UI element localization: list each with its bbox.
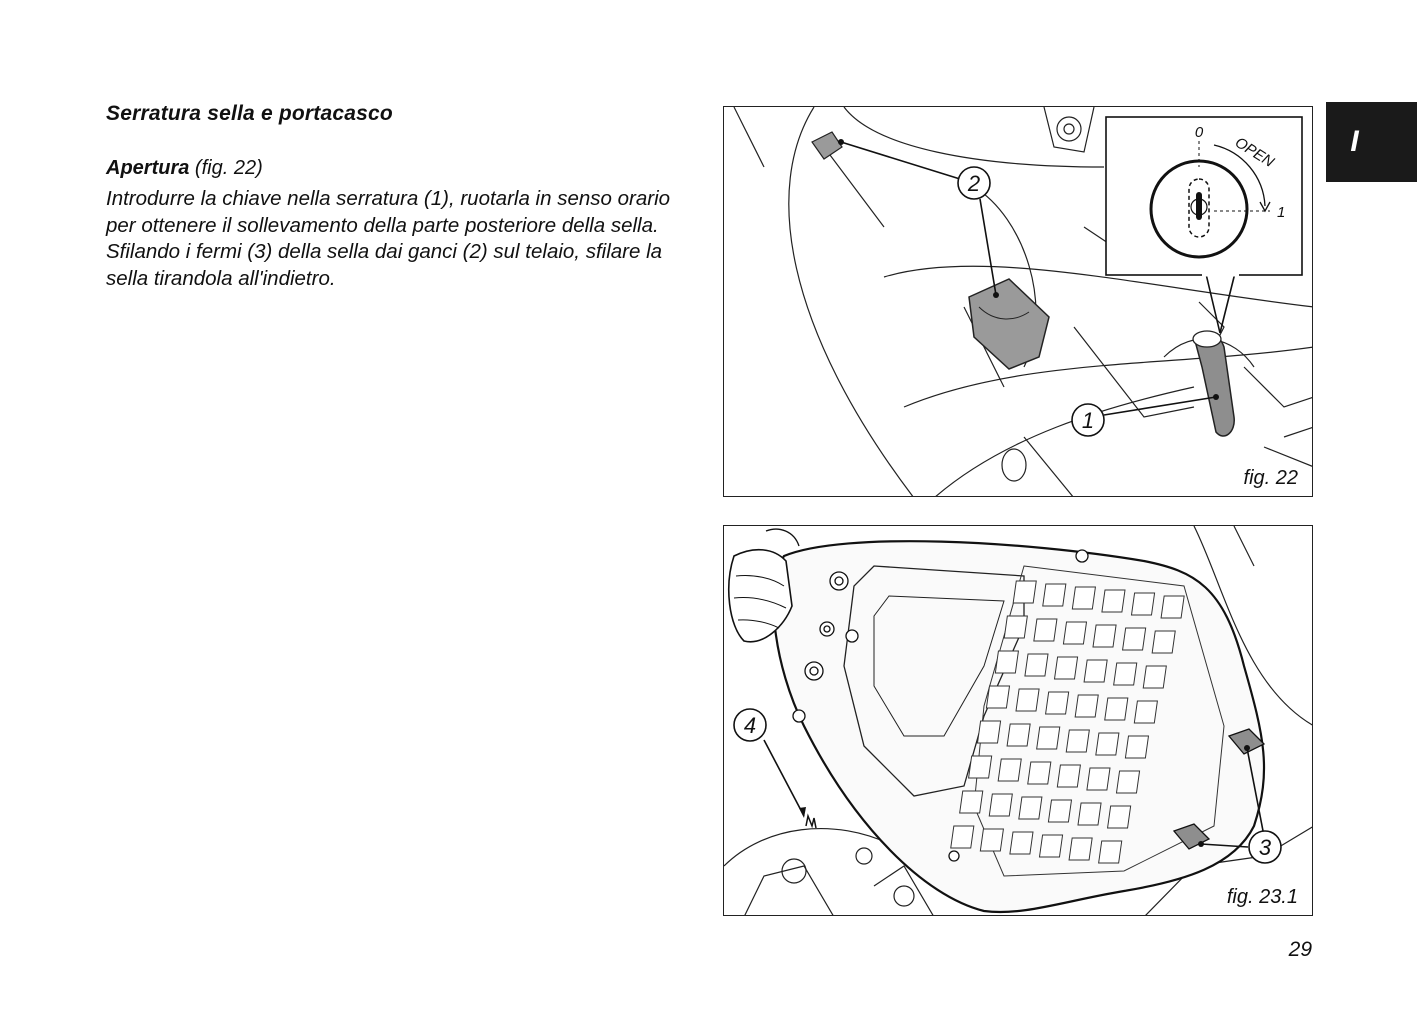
figure-22: 2 1 0 1 OPEN fig. 22	[723, 106, 1313, 497]
seat-grid-cell	[1006, 723, 1031, 747]
seat-grid-cell	[1104, 697, 1129, 721]
seat-grid-cell	[1101, 589, 1126, 613]
seat-grid-cell	[1115, 770, 1141, 794]
seat-grid-cell	[1124, 735, 1150, 759]
seat-grid-cell	[1015, 688, 1040, 712]
language-tab: I	[1326, 102, 1417, 182]
seat-grid-cell	[1130, 592, 1156, 616]
seat-grid-cell	[1036, 726, 1061, 750]
seat-grid-cell	[1098, 840, 1123, 864]
seat-grid-cell	[1045, 691, 1070, 715]
seat-grid-cell	[1083, 659, 1108, 683]
seat-grid-cell	[1095, 732, 1120, 756]
seat-grid-cell	[1033, 618, 1058, 642]
opening-heading: Apertura	[106, 157, 190, 179]
callout-1: 1	[1082, 408, 1094, 433]
seat-grid-cell	[976, 720, 1002, 744]
opening-paragraph: Introdurre la chiave nella serratura (1)…	[106, 187, 671, 290]
seat-grid-cell	[1053, 656, 1079, 680]
seat-grid-cell	[985, 685, 1011, 709]
seat-grid-cell	[1142, 665, 1167, 689]
opening-fig-ref: (fig. 22)	[194, 157, 263, 179]
seat-grid-cell	[1065, 729, 1090, 753]
seat-grid-cell	[1009, 831, 1034, 855]
callout-4: 4	[744, 713, 756, 738]
seat-grid-cell	[1077, 802, 1102, 826]
seat-grid-cell	[988, 793, 1013, 817]
seat-grid-cell	[1042, 583, 1067, 607]
seat-grid-cell	[1012, 580, 1037, 604]
seat-grid-cell	[1113, 662, 1138, 686]
seat-grid-cell	[994, 650, 1020, 674]
figure-23-1: 4 3 fig. 23.1	[723, 525, 1313, 916]
seat-grid-cell	[1106, 805, 1132, 829]
inset-position-1: 1	[1277, 204, 1285, 221]
seat-grid-cell	[1151, 630, 1176, 654]
opening-subheading: Apertura (fig. 22)	[106, 157, 263, 180]
callout-2: 2	[967, 171, 980, 196]
seat-grid-cell	[1056, 764, 1081, 788]
seat-grid-cell	[1086, 767, 1111, 791]
seat-grid-cell	[979, 828, 1004, 852]
language-tab-label: I	[1350, 125, 1359, 158]
inset-position-0: 0	[1195, 124, 1204, 141]
seat-grid-cell	[1062, 621, 1088, 645]
seat-grid-cell	[1038, 834, 1064, 858]
figure-22-caption: fig. 22	[1241, 467, 1300, 490]
seat-grid-cell	[968, 755, 993, 779]
seat-grid-cell	[1068, 837, 1093, 861]
page-number: 29	[1288, 938, 1312, 961]
seat-grid-cell	[1003, 615, 1028, 639]
seat-grid-cell	[1133, 700, 1158, 724]
seat-grid-cell	[1024, 653, 1049, 677]
seat-grid-cell	[1092, 624, 1117, 648]
seat-grid-cell	[997, 758, 1022, 782]
fig22-illustration: 2 1 0 1 OPEN	[733, 107, 1312, 496]
fig23-illustration: 4 3	[724, 526, 1312, 915]
seat-grid-cell	[959, 790, 984, 814]
seat-grid-cell	[1018, 796, 1043, 820]
seat-grid-cell	[1071, 586, 1096, 610]
seat-grid-cell	[1074, 694, 1099, 718]
section-title: Serratura sella e portacasco	[106, 102, 393, 125]
callout-3: 3	[1259, 835, 1272, 860]
seat-grid-cell	[1047, 799, 1073, 823]
seat-grid-cell	[1160, 595, 1185, 619]
figure-23-1-caption: fig. 23.1	[1224, 886, 1300, 909]
seat-grid-cell	[950, 825, 975, 849]
seat-grid-cell	[1122, 627, 1147, 651]
seat-grid-cell	[1027, 761, 1052, 785]
